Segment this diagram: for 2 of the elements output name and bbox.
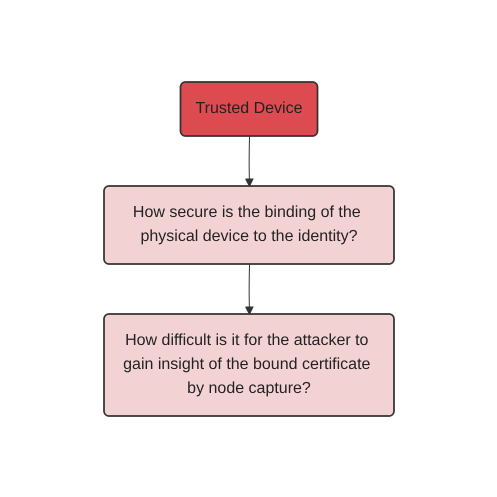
arrow: [244, 136, 254, 186]
arrow: [244, 264, 254, 314]
